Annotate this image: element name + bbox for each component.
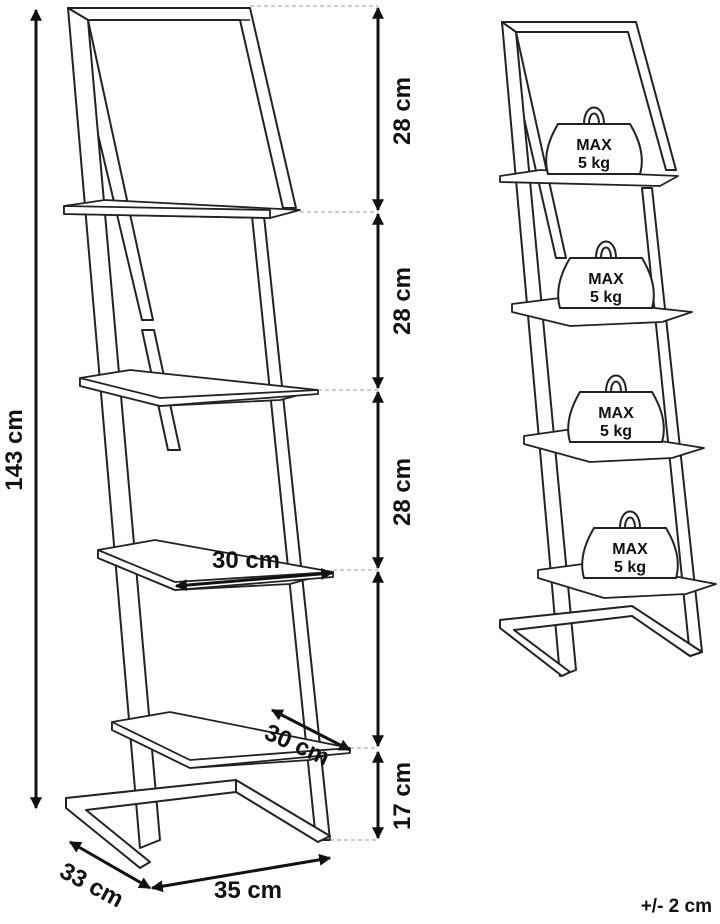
weight-1: MAX 5 kg <box>545 106 643 175</box>
weight-body-icon <box>567 391 665 443</box>
base-frame <box>65 779 331 869</box>
weight-handle-icon <box>582 106 606 125</box>
shelf-4 <box>111 711 351 769</box>
weight-capacity-drawing: MAX 5 kg MAX 5 kg MAX 5 kg MAX 5 kg <box>499 21 717 677</box>
shelf-width-arrow <box>174 567 334 592</box>
weight-4-line2: 5 kg <box>614 559 646 576</box>
weight-4-line1: MAX <box>612 541 648 558</box>
base-width-label: 35 cm <box>214 877 282 904</box>
weight-1-line2: 5 kg <box>578 155 610 172</box>
shelf-width-label: 30 cm <box>212 547 280 574</box>
rear-frame <box>67 7 331 841</box>
shelf-1 <box>63 199 301 219</box>
base-height-label: 17 cm <box>389 762 416 830</box>
spacing-label-3: 28 cm <box>389 458 416 526</box>
weight-shelf-1 <box>499 169 679 187</box>
weight-2: MAX 5 kg <box>557 240 655 309</box>
weight-1-line1: MAX <box>576 137 612 154</box>
weight-handle-icon <box>618 510 642 529</box>
front-frame <box>67 7 250 849</box>
spacing-label-2: 28 cm <box>389 267 416 335</box>
total-height-label: 143 cm <box>1 409 28 490</box>
weight-3-line2: 5 kg <box>600 423 632 440</box>
weight-base-frame <box>499 605 703 677</box>
guide-lines <box>250 5 378 841</box>
weight-body-icon <box>557 257 655 309</box>
shelf-2 <box>79 369 319 407</box>
weight-handle-icon <box>604 374 628 393</box>
base-depth-label: 33 cm <box>55 857 128 913</box>
weight-body-icon <box>545 123 643 175</box>
base-depth-arrow <box>68 840 152 890</box>
tolerance-note: +/- 2 cm <box>641 896 712 917</box>
weight-2-line1: MAX <box>588 271 624 288</box>
weight-3: MAX 5 kg <box>567 374 665 443</box>
weight-handle-icon <box>594 240 618 259</box>
weight-body-icon <box>581 527 679 579</box>
weight-2-line2: 5 kg <box>590 289 622 306</box>
weight-4: MAX 5 kg <box>581 510 679 579</box>
weight-front-frame <box>501 21 577 677</box>
base-width-arrow <box>150 853 332 893</box>
shelf-depth-arrow <box>270 708 352 752</box>
weight-3-line1: MAX <box>598 405 634 422</box>
dimensioned-shelf-drawing: 143 cm 28 cm 28 cm 28 cm 17 cm 30 cm 30 … <box>1 5 416 913</box>
spacing-label-1: 28 cm <box>389 77 416 145</box>
